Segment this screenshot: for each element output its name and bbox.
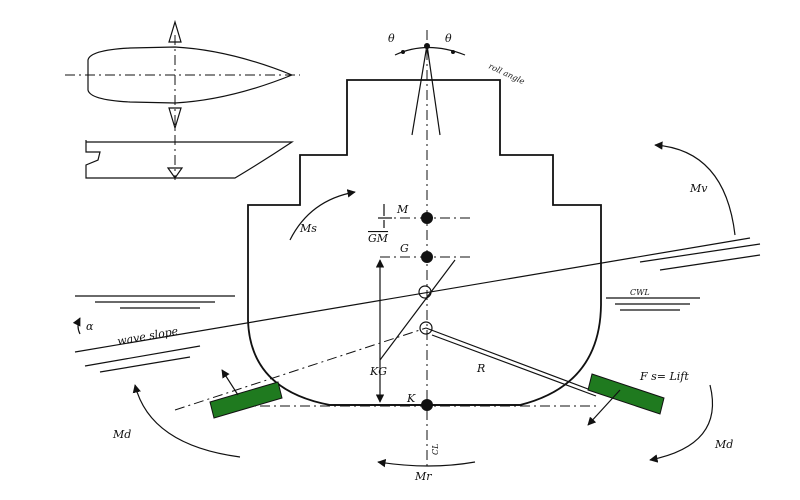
ms-arrow — [289, 189, 356, 241]
plan-fin-top — [168, 19, 182, 43]
metacenter-points: M GM G — [368, 203, 470, 263]
kg-dimension: KG K — [369, 259, 433, 411]
r-label: R — [476, 362, 485, 375]
fin-line-right — [425, 327, 597, 393]
center-point — [419, 321, 433, 335]
mv-arrow — [654, 141, 736, 236]
lift-label: F s= Lift — [639, 370, 689, 383]
kg-label: KG — [369, 365, 387, 378]
m-label: M — [396, 203, 409, 216]
plan-fin-bottom — [168, 107, 182, 131]
fin-line-left — [174, 327, 427, 411]
mr-label: Mr — [414, 470, 432, 483]
ship-cross-section — [247, 79, 602, 406]
k-label: K — [406, 392, 416, 405]
wave-slope: wave slope α — [72, 237, 761, 373]
mv-label: Mv — [689, 182, 708, 195]
wave-slope-label: wave slope — [116, 324, 179, 348]
gm-label: GM — [368, 232, 389, 245]
hull-plan-view — [65, 19, 300, 180]
theta-left-label: θ — [388, 32, 395, 45]
roll-angle-indicator: θ θ roll angle — [388, 32, 526, 136]
md-left-arrow — [132, 384, 241, 458]
md-left-label: Md — [112, 428, 131, 441]
theta-right-label: θ — [445, 32, 452, 45]
profile-fin — [166, 167, 184, 180]
calm-water-line: CWL — [75, 288, 700, 311]
mr-arrow — [377, 458, 476, 468]
stabilizer-fin-left — [209, 369, 283, 419]
heel-line — [379, 259, 456, 361]
ms-label: Ms — [299, 222, 317, 235]
cwl-label: CWL — [630, 288, 650, 297]
md-right-label: Md — [714, 438, 733, 451]
md-right-arrow — [649, 384, 714, 463]
roll-angle-label: roll angle — [487, 62, 526, 87]
hull-profile-view — [85, 140, 294, 180]
stabilizer-fin-right — [587, 373, 665, 426]
cl-label: CL — [431, 444, 440, 455]
g-label: G — [400, 242, 409, 255]
alpha-label: α — [86, 320, 94, 333]
